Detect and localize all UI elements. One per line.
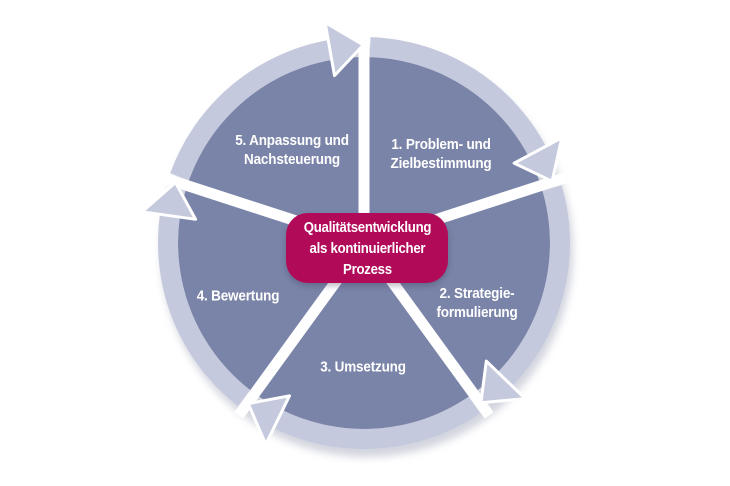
center-title-box: Qualitätsentwicklung als kontinuierliche… [286, 213, 448, 283]
segment-label-2: 2. Strategie- formulierung [436, 284, 517, 322]
clockwise-arrow-5-icon [323, 20, 365, 78]
ring-arc-segment-2 [494, 185, 570, 390]
segment-label-1-line-2: Zielbestimmung [390, 155, 492, 172]
segment-label-4-line-1: 4. Bewertung [196, 287, 280, 305]
segment-label-3: 3. Umsetzung [320, 358, 406, 377]
clockwise-arrow-1-icon [512, 136, 564, 183]
segment-label-5-line-1: 5. Anpassung und [235, 132, 349, 149]
center-title-line-2: als kontinuierlicher [309, 239, 425, 257]
ring-arc-segment-3 [268, 396, 480, 450]
center-title-text: Qualitätsentwicklung als kontinuierliche… [303, 217, 431, 280]
segment-label-5-line-2: Nachsteuerung [244, 151, 340, 168]
segment-label-4: 4. Bewertung [197, 287, 280, 306]
clockwise-arrow-3-icon [246, 394, 291, 446]
clockwise-arrow-2-icon [479, 359, 527, 405]
ring-arc-segment-4 [158, 209, 250, 406]
segment-label-1: 1. Problem- und Zielbestimmung [391, 135, 492, 173]
segment-label-5: 5. Anpassung und Nachsteuerung [235, 131, 349, 169]
clockwise-arrow-4-icon [140, 181, 198, 221]
segment-label-1-line-1: 1. Problem- und [391, 136, 491, 153]
ring-arc-segment-1 [369, 37, 549, 161]
center-title-line-3: Prozess [342, 260, 392, 278]
segment-label-2-line-2: formulierung [436, 304, 518, 321]
segment-label-2-line-1: 2. Strategie- [439, 285, 515, 302]
ring-arc-segment-5 [170, 39, 337, 181]
center-title-line-1: Qualitätsentwicklung [303, 218, 431, 236]
segment-label-3-line-1: 3. Umsetzung [320, 358, 406, 376]
